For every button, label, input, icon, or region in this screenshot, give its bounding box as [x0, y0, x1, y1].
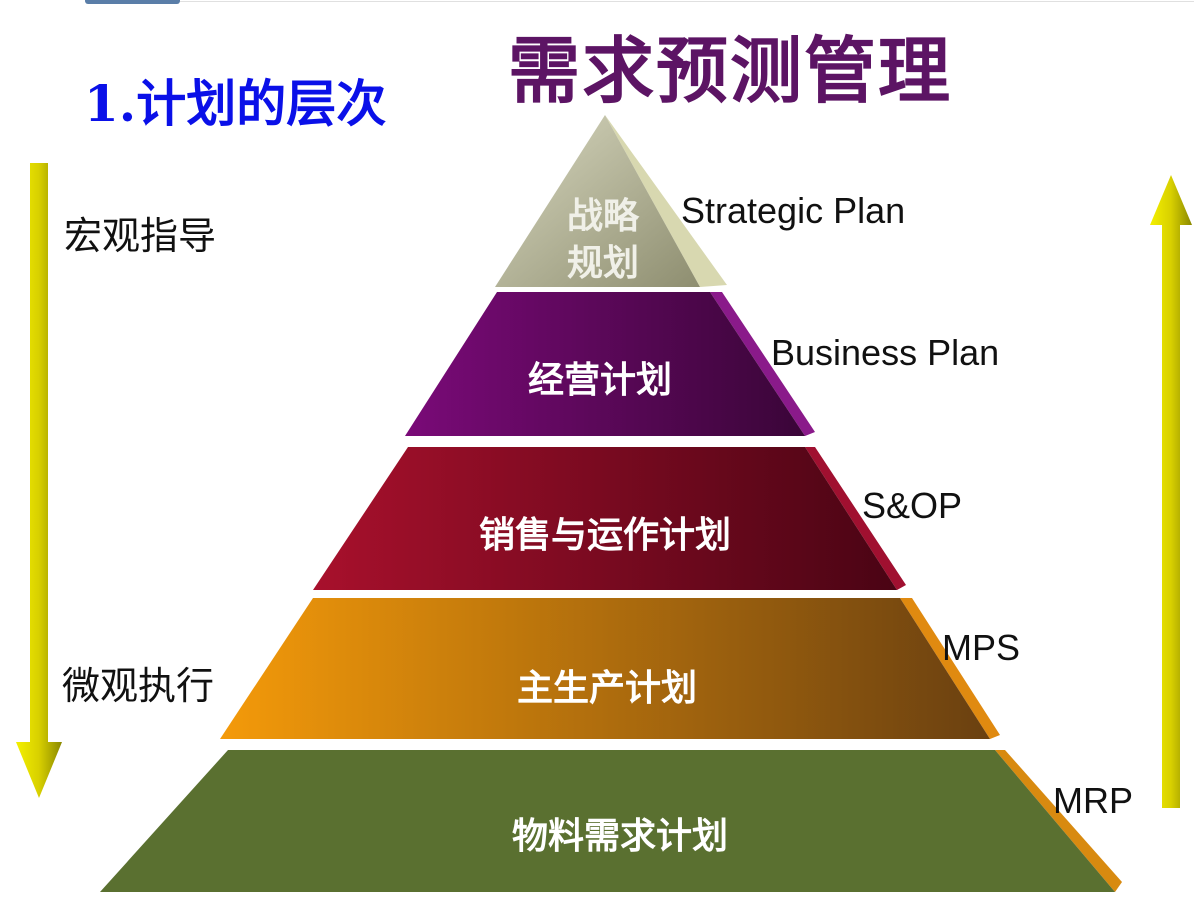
slide-title: 需求预测管理: [508, 28, 953, 113]
level-label: 物料需求计划: [512, 816, 728, 857]
top-divider: [180, 1, 1194, 2]
strategic-plan-label: Strategic Plan: [681, 190, 906, 231]
micro-execution-label: 微观执行: [62, 664, 215, 708]
pyramid-level-sop: 销售与运作计划: [313, 447, 906, 590]
pyramid-level-mrp: 物料需求计划: [100, 750, 1122, 892]
mps-label: MPS: [942, 627, 1021, 668]
pyramid-level-mps: 主生产计划: [220, 598, 1000, 739]
business-plan-label: Business Plan: [771, 332, 1000, 373]
level-label: 经营计划: [528, 360, 672, 401]
level-label-line1: 战略: [567, 196, 640, 237]
mrp-label: MRP: [1053, 780, 1133, 821]
top-bar-accent: [85, 0, 180, 4]
macro-guidance-label: 宏观指导: [64, 214, 217, 258]
sop-label: S&OP: [862, 485, 963, 526]
pyramid-level-strategic: 战略 规划: [495, 115, 727, 287]
level-label-line2: 规划: [567, 243, 639, 284]
level-label: 销售与运作计划: [479, 515, 731, 556]
down-arrow-icon: [16, 163, 62, 798]
level-label: 主生产计划: [517, 668, 697, 709]
pyramid-level-business: 经营计划: [405, 292, 815, 436]
section-heading: 1.计划的层次: [84, 74, 387, 133]
up-arrow-icon: [1150, 175, 1192, 808]
